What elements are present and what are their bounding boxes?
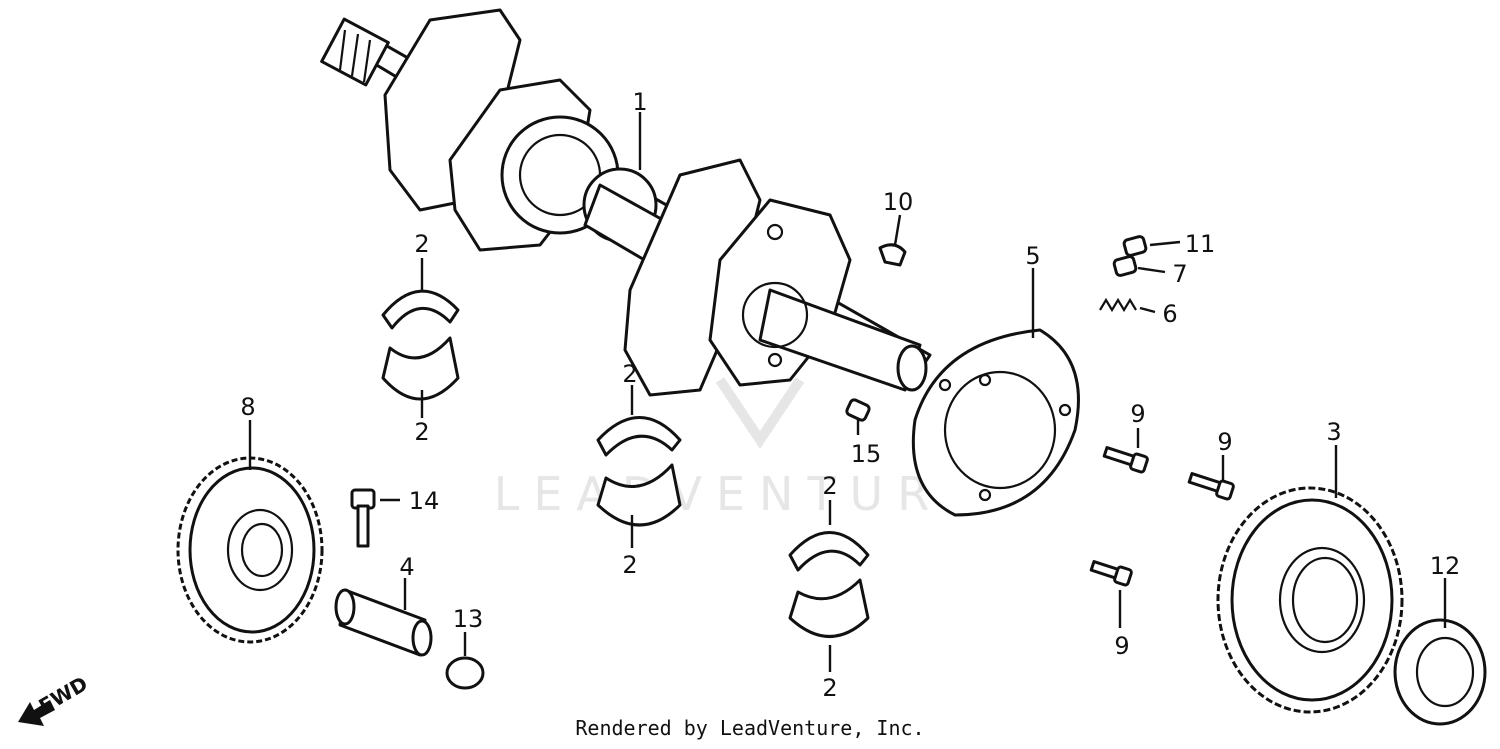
callout-2-upper-1: 2	[414, 230, 429, 258]
callout-labels: 1 2 2 2 2 2 2 3 4 5 6 7 8 9 9 9 10 11 12…	[240, 88, 1460, 702]
bolt-14[interactable]	[350, 488, 376, 548]
driven-gear[interactable]	[1216, 486, 1404, 714]
callout-12: 12	[1430, 552, 1461, 580]
plunger-7[interactable]	[1112, 255, 1138, 277]
dowel-15[interactable]	[845, 398, 871, 422]
callout-6: 6	[1162, 300, 1177, 328]
spring-6[interactable]	[1099, 297, 1137, 313]
oil-seal-12[interactable]	[1393, 618, 1487, 726]
crankshaft[interactable]	[320, 8, 932, 397]
callout-9-c: 9	[1114, 632, 1129, 660]
bolt-9-c[interactable]	[1089, 560, 1133, 587]
fwd-label: FWD	[35, 671, 92, 718]
drive-gear[interactable]	[176, 456, 324, 644]
roller-11[interactable]	[1122, 235, 1148, 257]
callout-1: 1	[632, 88, 647, 116]
starter-clutch-flange[interactable]	[911, 328, 1080, 517]
callout-5: 5	[1025, 242, 1040, 270]
main-bearing-pair-3[interactable]	[788, 531, 870, 638]
callout-2-lower-2: 2	[622, 551, 637, 579]
main-bearing-pair-1[interactable]	[381, 289, 460, 401]
callout-14: 14	[409, 487, 440, 515]
callout-2-lower-3: 2	[822, 674, 837, 702]
key-10[interactable]	[878, 243, 907, 267]
watermark-logo	[715, 377, 805, 450]
watermark-text: LEADVENTURE	[494, 467, 987, 521]
callout-7: 7	[1172, 260, 1187, 288]
callout-3: 3	[1326, 418, 1341, 446]
main-bearing-pair-2[interactable]	[596, 416, 682, 527]
callout-8: 8	[240, 393, 255, 421]
o-ring-13[interactable]	[445, 656, 485, 690]
callout-13: 13	[453, 605, 484, 633]
bolt-9-b[interactable]	[1187, 472, 1235, 501]
callout-2-upper-2: 2	[622, 360, 637, 388]
callout-9-a: 9	[1130, 400, 1145, 428]
callout-11: 11	[1185, 230, 1216, 258]
callout-15: 15	[851, 440, 882, 468]
callout-2-lower-1: 2	[414, 418, 429, 446]
pin-4[interactable]	[334, 588, 433, 657]
footer-credit: Rendered by LeadVenture, Inc.	[575, 716, 925, 740]
leader-lines	[248, 112, 1447, 672]
callout-10: 10	[883, 188, 914, 216]
callout-2-upper-3: 2	[822, 472, 837, 500]
callout-4: 4	[399, 553, 414, 581]
callout-9-b: 9	[1217, 428, 1232, 456]
bolt-9-a[interactable]	[1102, 446, 1149, 474]
